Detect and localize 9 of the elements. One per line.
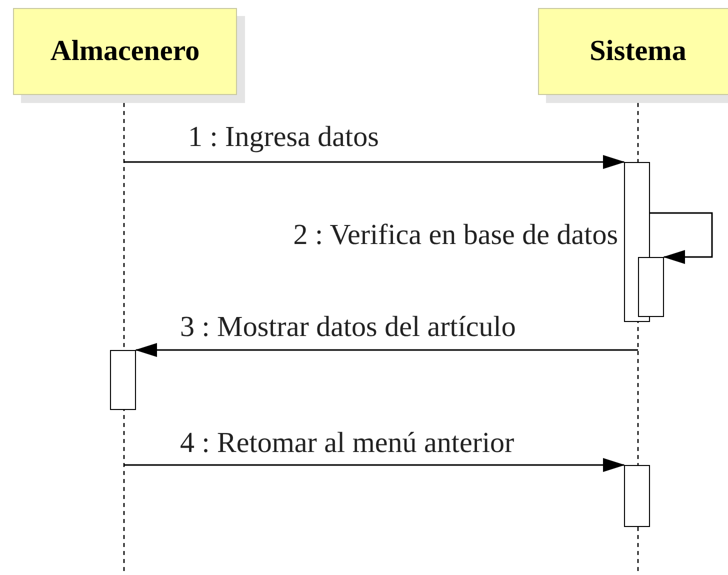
- message-arrow: [650, 212, 713, 264]
- activation-bar: [110, 350, 136, 410]
- participant-name: Sistema: [590, 35, 686, 68]
- message-arrow: [135, 343, 638, 357]
- message-arrow: [124, 458, 625, 472]
- message-arrow: [124, 155, 625, 169]
- participant-name: Almacenero: [50, 35, 200, 68]
- activation-bar: [638, 257, 664, 317]
- activation-bar: [624, 465, 650, 527]
